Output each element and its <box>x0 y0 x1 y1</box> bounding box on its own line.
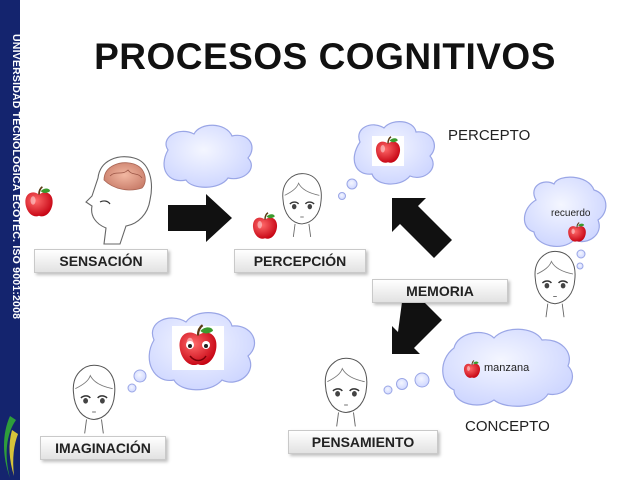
percepto-text: PERCEPTO <box>448 127 531 144</box>
university-logo-icon <box>0 410 20 480</box>
arrow-up-left-icon <box>392 198 452 258</box>
sidebar: UNIVERSIDAD TECNOLÓGICA ECOTEC. ISO 9001… <box>0 0 22 480</box>
concepto-text: CONCEPTO <box>465 418 550 435</box>
concept-cloud-icon <box>383 328 574 407</box>
memory-cloud-icon <box>523 176 607 270</box>
sidebar-text: UNIVERSIDAD TECNOLÓGICA ECOTEC. ISO 9001… <box>10 34 22 320</box>
label-memoria: MEMORIA <box>372 279 508 303</box>
imagination-face-icon <box>72 364 116 435</box>
recuerdo-text: recuerdo <box>551 208 591 219</box>
thinking-face-icon <box>324 357 368 428</box>
label-pensamiento: PENSAMIENTO <box>288 430 438 454</box>
sensation-cloud-icon <box>163 124 253 188</box>
label-imaginacion: IMAGINACIÓN <box>40 436 166 460</box>
sensation-head-icon <box>85 156 152 245</box>
perception-face-icon <box>282 172 323 238</box>
perception-apple-icon <box>252 212 278 240</box>
arrow-down-left-icon <box>392 302 442 354</box>
sensation-apple-icon <box>24 186 54 218</box>
arrow-right-icon <box>168 194 232 242</box>
cartoon-apple-icon <box>178 324 218 367</box>
manzana-text: manzana <box>484 362 530 374</box>
label-sensacion: SENSACIÓN <box>34 249 168 273</box>
label-percepcion: PERCEPCIÓN <box>234 249 366 273</box>
page-title: PROCESOS COGNITIVOS <box>94 36 556 77</box>
memory-face-icon <box>534 250 576 318</box>
